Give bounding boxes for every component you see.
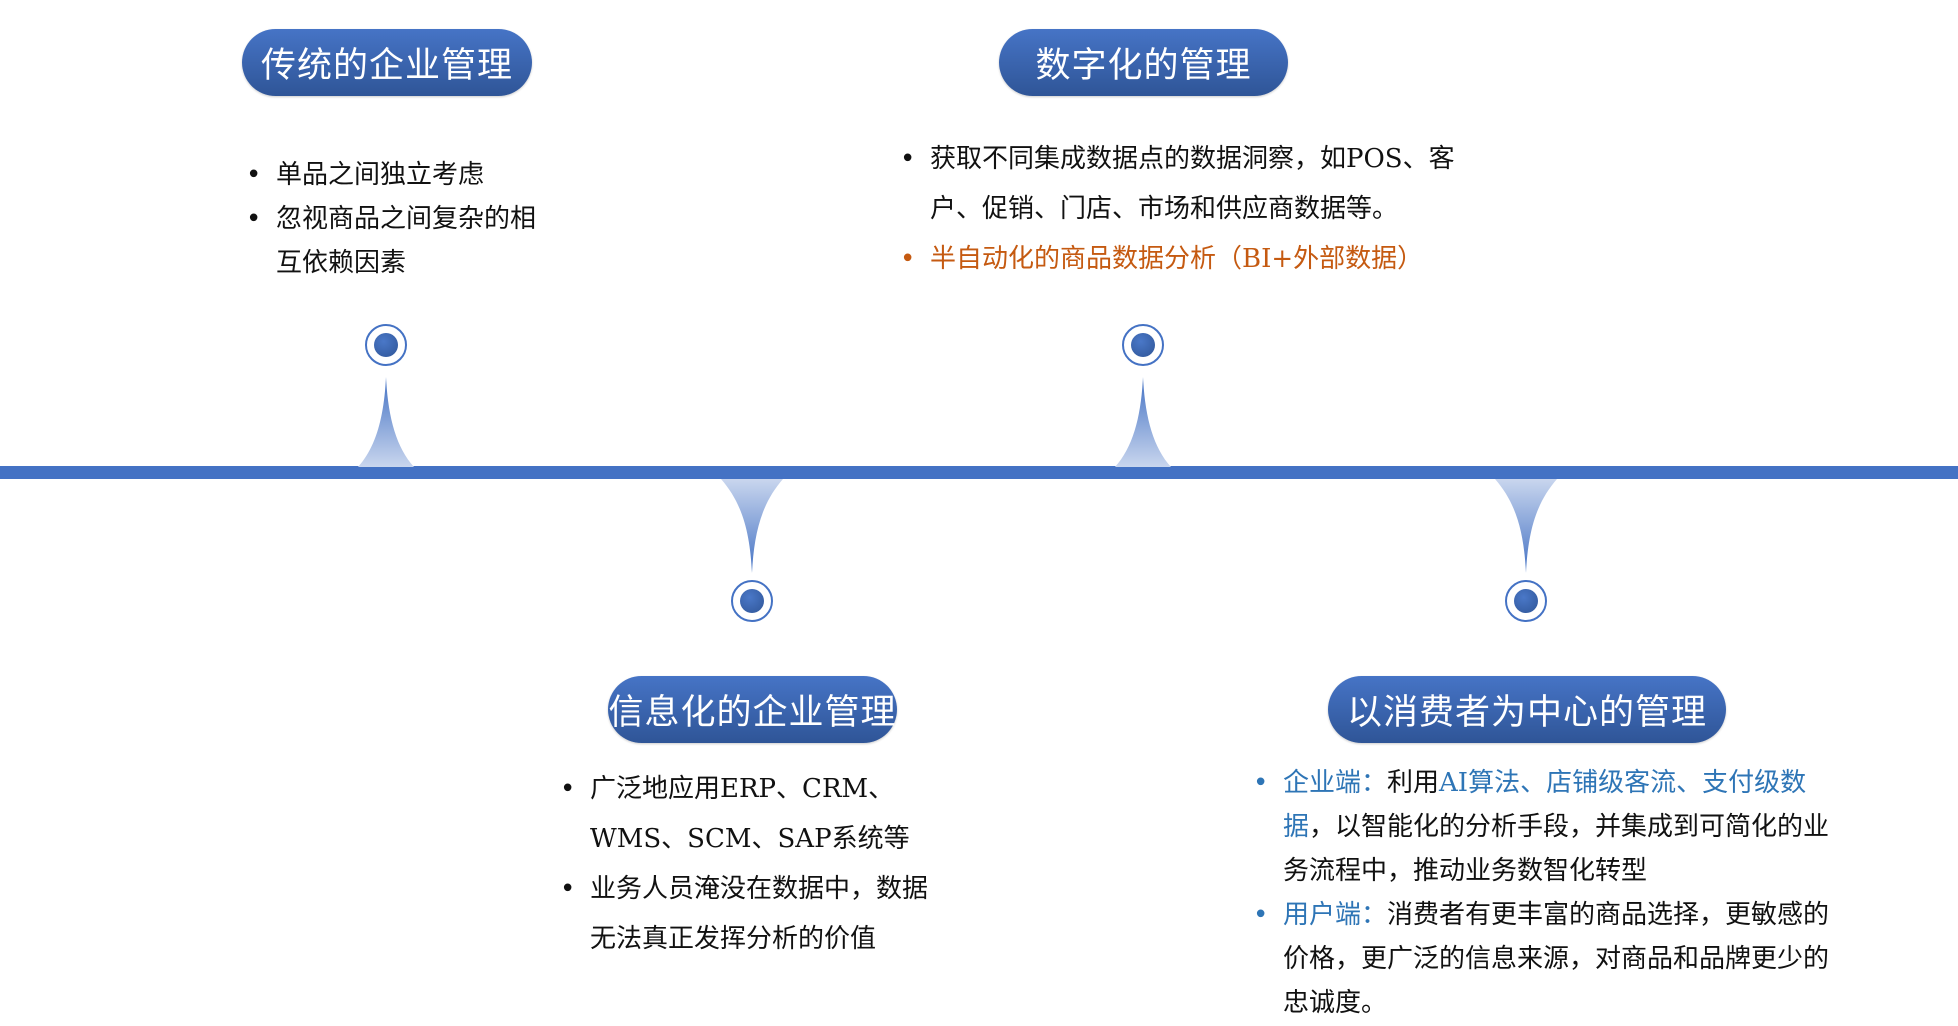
connector-spike-2 <box>1115 377 1171 467</box>
timeline-node-1 <box>365 324 407 366</box>
stage-title-digital: 数字化的管理 <box>999 29 1288 96</box>
bullet-text: 广泛地应用ERP、CRM、WMS、SCM、SAP系统等 <box>590 774 910 854</box>
bullet-item: •单品之间独立考虑 <box>246 160 485 190</box>
bullet-text: 利用 <box>1387 768 1440 798</box>
stage-2-bullets: •获取不同集成数据点的数据洞察，如POS、客户、促销、门店、市场和供应商数据等。… <box>900 134 1475 284</box>
timeline-node-2 <box>1122 324 1164 366</box>
bullet-item-user: •用户端：消费者有更丰富的商品选择，更敏感的价格，更广泛的信息来源，对商品和品牌… <box>1253 900 1830 1018</box>
bullet-text: 消费者有更丰富的商品选择，更敏感的价格，更广泛的信息来源，对商品和品牌更少的忠诚… <box>1283 900 1830 1018</box>
bullet-item-highlight: •半自动化的商品数据分析（BI+外部数据） <box>900 244 1424 274</box>
connector-spike-4 <box>1495 479 1557 573</box>
bullet-text: 忽视商品之间复杂的相互依赖因素 <box>276 204 537 278</box>
bullet-item: •获取不同集成数据点的数据洞察，如POS、客户、促销、门店、市场和供应商数据等。 <box>900 144 1455 224</box>
stage-title-consumer: 以消费者为中心的管理 <box>1328 676 1726 743</box>
stage-3-bullets: •广泛地应用ERP、CRM、WMS、SCM、SAP系统等 •业务人员淹没在数据中… <box>560 764 940 964</box>
bullet-label: 企业端： <box>1283 768 1388 798</box>
stage-title-information: 信息化的企业管理 <box>608 676 897 743</box>
bullet-highlight: AI算法、店铺级客流、支付级数据 <box>1283 768 1807 842</box>
stage-1-bullets: •单品之间独立考虑 •忽视商品之间复杂的相互依赖因素 <box>246 153 537 285</box>
timeline-node-4 <box>1505 580 1547 622</box>
connector-spike-3 <box>721 479 783 573</box>
bullet-text: ，以智能化的分析手段，并集成到可简化的业务流程中，推动业务数智化转型 <box>1283 812 1830 886</box>
bullet-item: •广泛地应用ERP、CRM、WMS、SCM、SAP系统等 <box>560 774 910 854</box>
bullet-text: 业务人员淹没在数据中，数据无法真正发挥分析的价值 <box>590 874 929 954</box>
bullet-item: •业务人员淹没在数据中，数据无法真正发挥分析的价值 <box>560 874 929 954</box>
timeline-node-3 <box>731 580 773 622</box>
bullet-text: 获取不同集成数据点的数据洞察，如POS、客户、促销、门店、市场和供应商数据等。 <box>930 144 1455 224</box>
stage-4-bullets: •企业端：利用AI算法、店铺级客流、支付级数据，以智能化的分析手段，并集成到可简… <box>1253 761 1843 1025</box>
bullet-item-enterprise: •企业端：利用AI算法、店铺级客流、支付级数据，以智能化的分析手段，并集成到可简… <box>1253 768 1830 886</box>
timeline-axis <box>0 466 1958 479</box>
bullet-label: 用户端： <box>1283 900 1388 930</box>
connector-spike-1 <box>358 377 414 467</box>
stage-title-traditional: 传统的企业管理 <box>242 29 532 96</box>
bullet-text: 单品之间独立考虑 <box>276 160 485 190</box>
bullet-text: 半自动化的商品数据分析（BI+外部数据） <box>930 244 1424 274</box>
bullet-item: •忽视商品之间复杂的相互依赖因素 <box>246 204 537 278</box>
